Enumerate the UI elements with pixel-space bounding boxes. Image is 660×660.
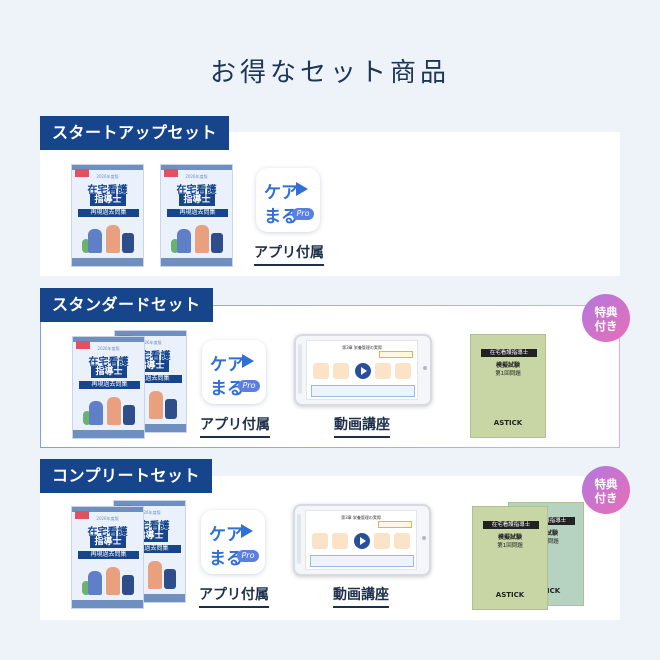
play-icon xyxy=(241,524,253,538)
video-caption: 動画講座 xyxy=(334,414,390,438)
mock-exam-booklet[interactable]: 在宅看護指導士 模擬試験 第1回問題 ASTICK xyxy=(472,506,548,610)
standard-set-panel: 2026年度版 在宅看護 指導士 再現過去問集 2026年度版 在宅看護 指導士… xyxy=(40,305,620,448)
starter-set-panel: 2026年度版 在宅看護 指導士 再現過去問集 2026年度版 在宅看護 指導士… xyxy=(40,132,620,276)
bonus-badge: 特典付き xyxy=(582,466,630,514)
starter-set-label: スタートアップセット xyxy=(40,116,230,150)
video-course-tablet[interactable]: 第3章 栄養管理の実際 xyxy=(294,334,432,406)
bonus-badge: 特典付き xyxy=(582,294,630,342)
video-play-icon xyxy=(355,363,371,379)
mock-exam-booklet[interactable]: 在宅看護指導士 模擬試験 第1回問題 ASTICK xyxy=(470,334,546,438)
video-caption: 動画講座 xyxy=(333,584,389,608)
book-cover[interactable]: 2026年度版 在宅看護 指導士 再現過去問集 xyxy=(71,164,144,267)
complete-set-panel: 2026年度版 在宅看護 指導士 再現過去問集 2026年度版 在宅看護 指導士… xyxy=(40,476,620,620)
book-cover[interactable]: 2026年度版 在宅看護 指導士 再現過去問集 xyxy=(72,336,145,439)
video-play-icon xyxy=(354,533,370,549)
book-cover[interactable]: 2026年度版 在宅看護 指導士 再現過去問集 xyxy=(71,506,144,609)
care-maru-pro-app-icon[interactable]: ケア まる Pro xyxy=(202,340,266,404)
standard-set-label: スタンダードセット xyxy=(40,288,213,322)
book-cover-back: 2026年度版 在宅看護 指導士 再現過去問集 xyxy=(114,330,187,433)
care-maru-pro-app-icon[interactable]: ケア まる Pro xyxy=(256,168,320,232)
page-title: お得なセット商品 xyxy=(209,58,450,88)
app-caption: アプリ付属 xyxy=(200,414,270,438)
video-course-tablet[interactable]: 第3章 栄養管理の実際 xyxy=(293,504,431,576)
app-caption: アプリ付属 xyxy=(199,584,269,608)
care-maru-pro-app-icon[interactable]: ケア まる Pro xyxy=(201,510,265,574)
app-caption: アプリ付属 xyxy=(254,242,324,266)
play-icon xyxy=(242,354,254,368)
complete-set-label: コンプリートセット xyxy=(40,459,213,493)
book-cover[interactable]: 2026年度版 在宅看護 指導士 再現過去問集 xyxy=(160,164,233,267)
play-icon xyxy=(296,182,308,196)
